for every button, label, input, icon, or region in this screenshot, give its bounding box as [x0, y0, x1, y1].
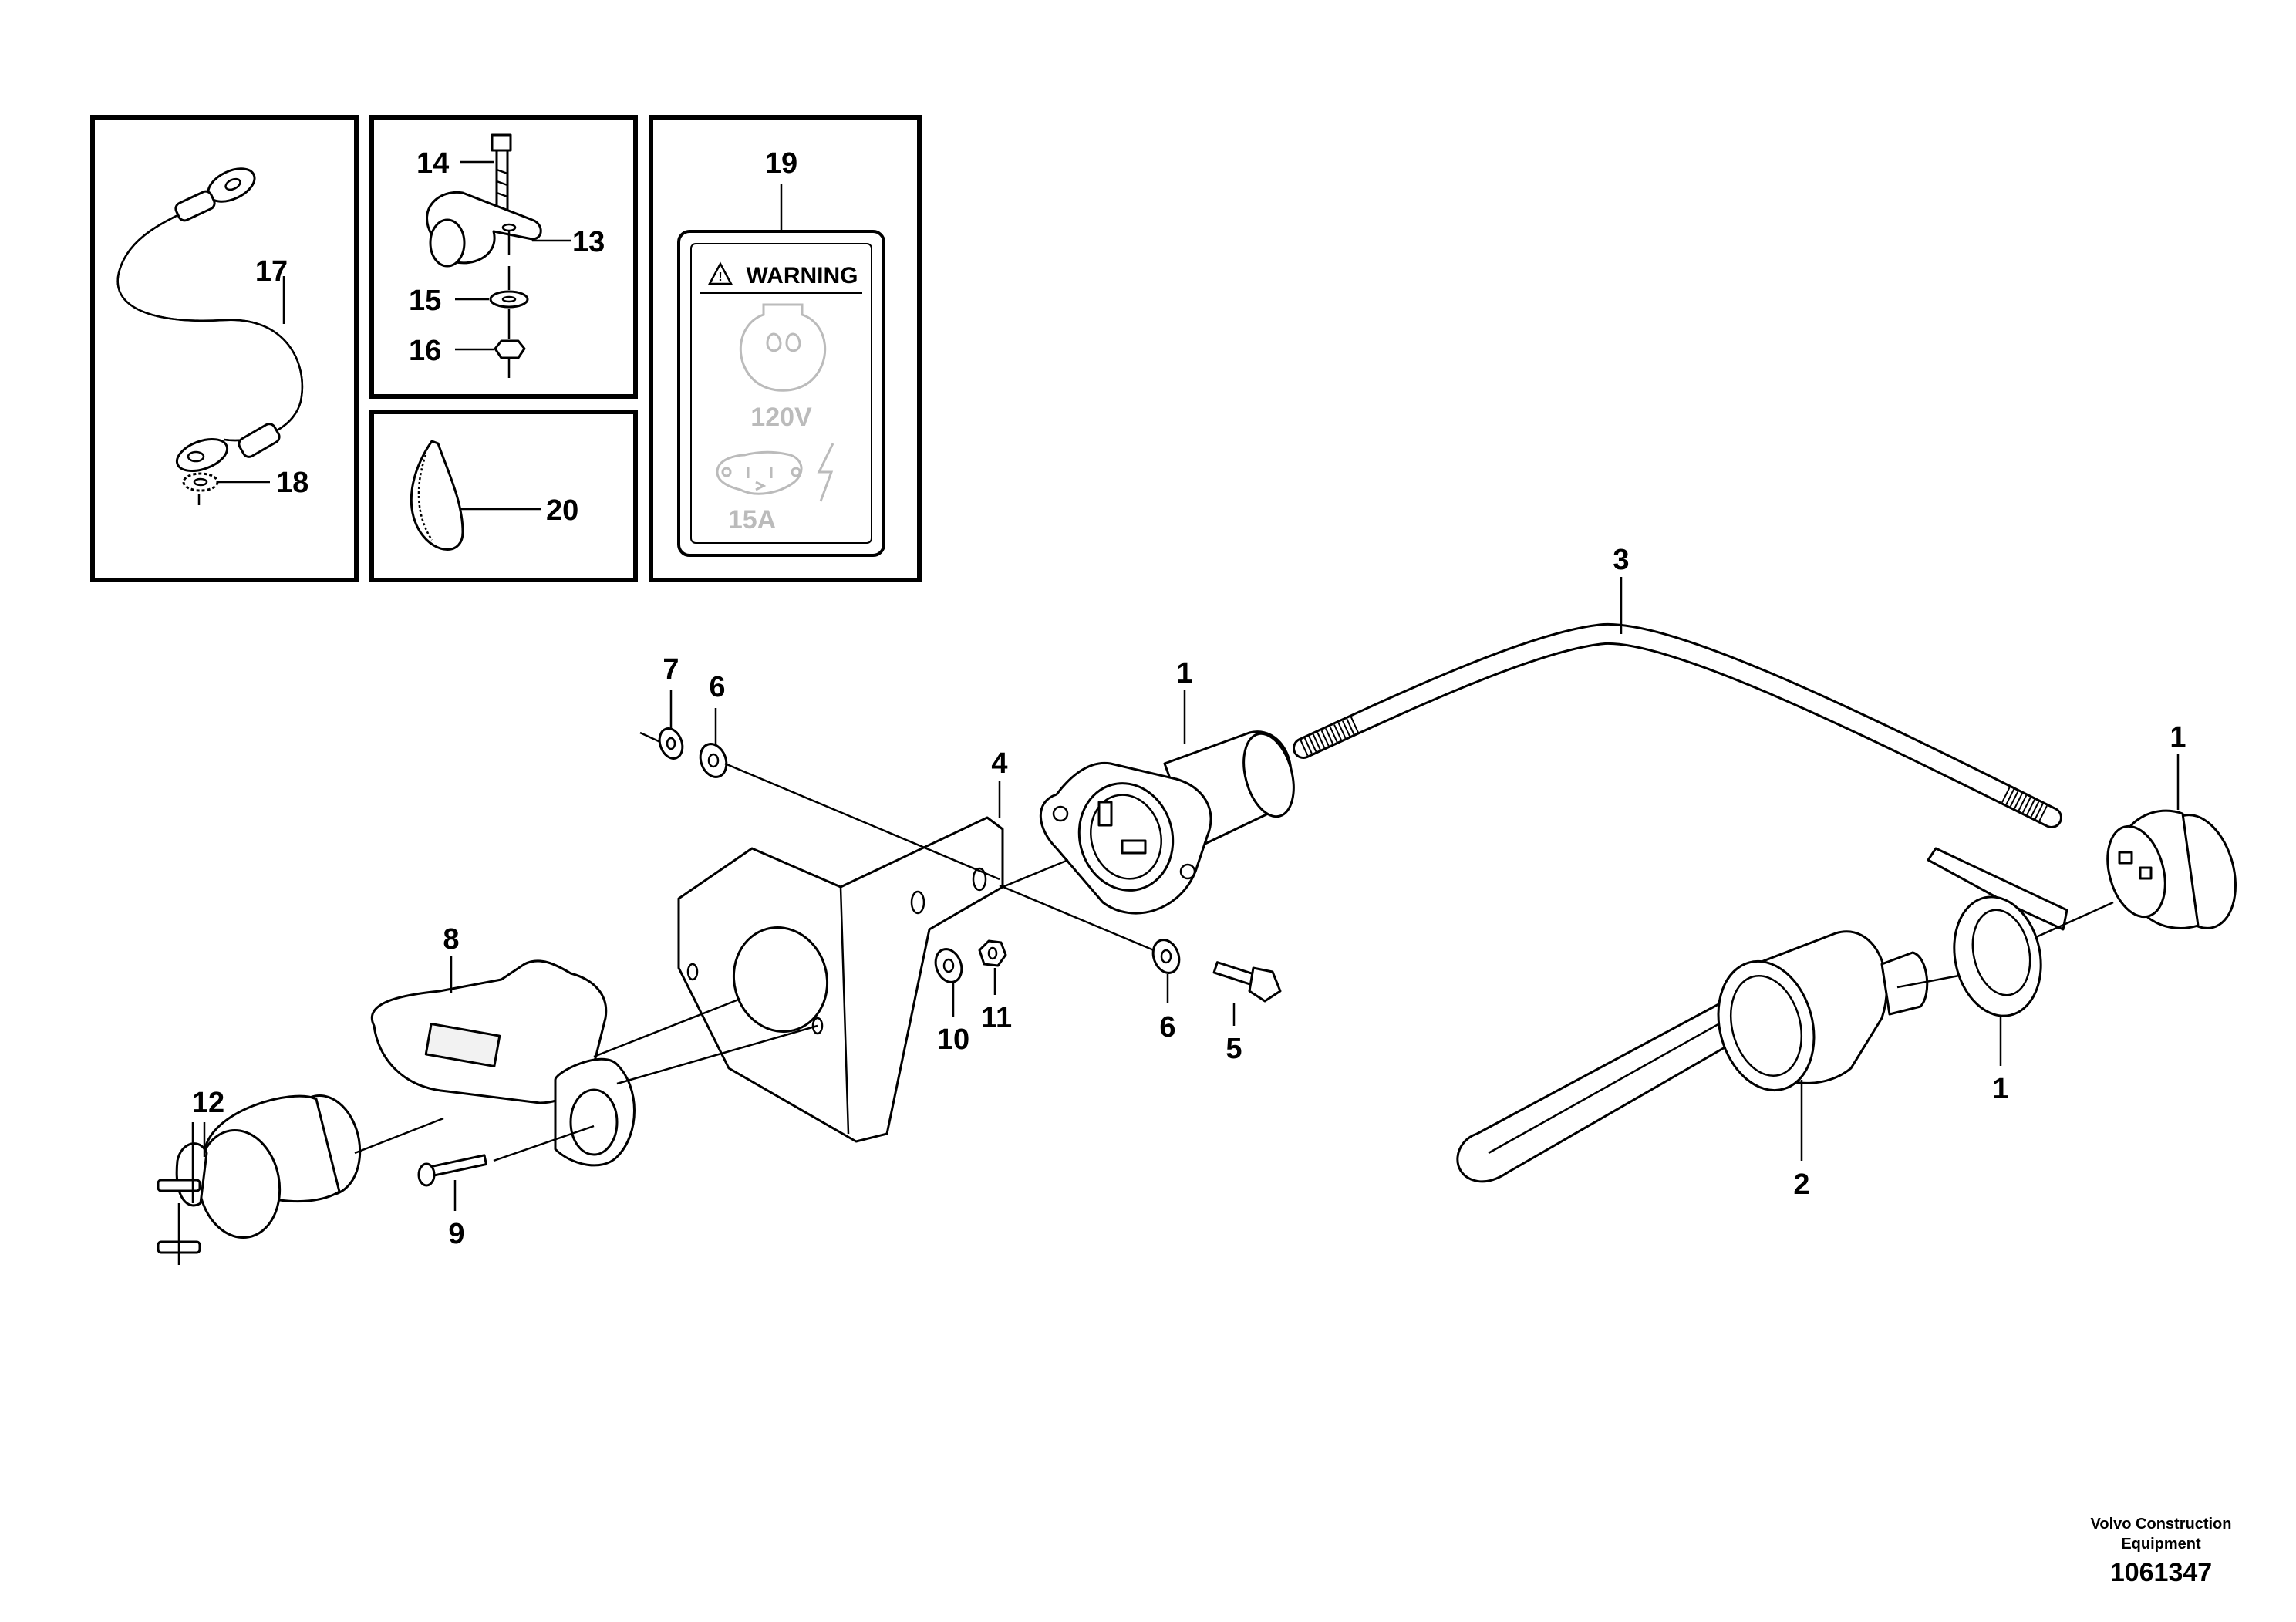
callout-19: 19 [765, 147, 797, 180]
callout-12: 12 [192, 1087, 224, 1119]
assembly-lines [354, 858, 2114, 1162]
callout-17: 17 [255, 255, 288, 288]
callout-3: 3 [1613, 544, 1629, 576]
part-11-nut: 11 [978, 939, 1012, 1034]
part-1-gasket: 1 [1927, 847, 2068, 1105]
callout-10: 10 [937, 1023, 969, 1056]
callout-13: 13 [572, 226, 605, 258]
lightning-icon [817, 443, 834, 502]
part-9-screw: 9 [417, 1154, 487, 1250]
callout-16: 16 [409, 335, 441, 367]
inset-warning-decal: 19 ! WARNING 120V 15A [649, 115, 922, 582]
callout-6-top: 6 [709, 671, 725, 703]
part-10-washer: 10 [934, 948, 969, 1056]
callout-15: 15 [409, 285, 441, 317]
decal-header: WARNING [747, 263, 858, 288]
part-3-cord: 3 [1293, 544, 2062, 828]
part-5-bolt: 5 [1212, 961, 1282, 1065]
part-12-plug: 12 [157, 1087, 362, 1265]
part-6-washer-top: 6 [699, 671, 1000, 881]
callout-11: 11 [981, 1002, 1012, 1034]
company-name-line1: Volvo Construction [2091, 1516, 2232, 1533]
part-1-receptacle: 1 [1039, 657, 1295, 915]
part-4-bracket: 4 [677, 747, 1008, 1143]
svg-text:!: ! [718, 271, 722, 284]
callout-14: 14 [416, 147, 449, 180]
decal-amperage: 15A [728, 505, 776, 534]
warning-triangle-icon [707, 261, 733, 285]
callout-8: 8 [443, 923, 459, 956]
callout-1-gasket: 1 [1992, 1073, 2008, 1105]
callout-5: 5 [1226, 1033, 1242, 1065]
receptacle-icon [739, 303, 827, 392]
callout-1-right: 1 [2170, 721, 2186, 754]
part-6-washer-bottom: 6 [999, 884, 1181, 1044]
callout-6-bottom: 6 [1159, 1011, 1175, 1044]
callout-7: 7 [663, 653, 679, 686]
callout-2: 2 [1793, 1168, 1809, 1201]
title-block: Volvo Construction Equipment 1061347 [2091, 1516, 2232, 1587]
inset-clamp-hardware: 14 13 15 16 [369, 115, 638, 399]
callout-4: 4 [991, 747, 1007, 780]
drawing-number: 1061347 [2110, 1558, 2212, 1587]
callout-9: 9 [448, 1218, 464, 1250]
callout-18: 18 [276, 467, 308, 499]
company-name-line2: Equipment [2121, 1536, 2201, 1553]
plug-icon [716, 450, 803, 495]
callout-1-middle: 1 [1176, 657, 1192, 690]
inset-cable-tie: 20 [369, 410, 638, 582]
part-7-screw: 7 [639, 653, 684, 760]
callout-20: 20 [546, 494, 578, 527]
part-8-cover: 8 [371, 923, 636, 1167]
inset-ground-cable: 17 18 [90, 115, 359, 582]
decal-voltage: 120V [750, 403, 812, 432]
part-2-heater-element: 2 [1456, 930, 1929, 1201]
part-1-cord-end: 1 [2106, 721, 2237, 929]
